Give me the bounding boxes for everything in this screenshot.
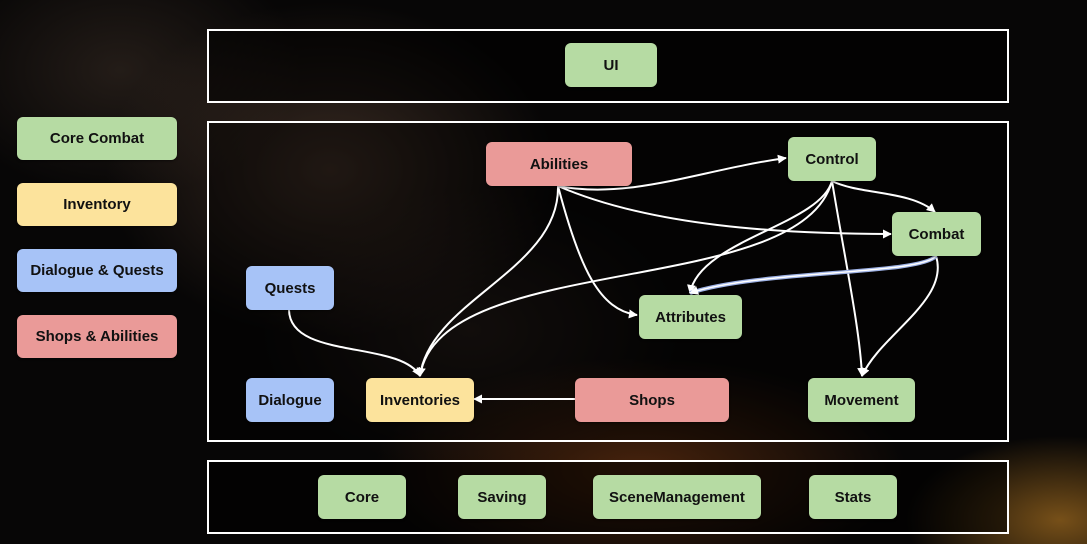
edge-control-attributes bbox=[687, 180, 833, 294]
edge-abilities-inventories bbox=[416, 185, 560, 377]
legend-shops-abilities: Shops & Abilities bbox=[17, 315, 177, 358]
node-inventories[interactable]: Inventories bbox=[366, 378, 474, 422]
node-stats[interactable]: Stats bbox=[809, 475, 897, 519]
node-shops[interactable]: Shops bbox=[575, 378, 729, 422]
edge-abilities-attributes bbox=[557, 185, 638, 319]
node-attributes[interactable]: Attributes bbox=[639, 295, 742, 339]
edge-abilities-combat bbox=[557, 185, 892, 239]
edge-control-movement bbox=[831, 180, 867, 377]
node-movement[interactable]: Movement bbox=[808, 378, 915, 422]
edge-control-inventories bbox=[416, 180, 833, 377]
node-core[interactable]: Core bbox=[318, 475, 406, 519]
node-ui[interactable]: UI bbox=[565, 43, 657, 87]
legend-dialogue-quests: Dialogue & Quests bbox=[17, 249, 177, 292]
edge-combat-movement bbox=[861, 255, 939, 377]
node-dialogue[interactable]: Dialogue bbox=[246, 378, 334, 422]
node-saving[interactable]: Saving bbox=[458, 475, 546, 519]
legend-core-combat: Core Combat bbox=[17, 117, 177, 160]
edge-abilities-control bbox=[557, 154, 787, 191]
node-abilities[interactable]: Abilities bbox=[486, 142, 632, 186]
node-combat[interactable]: Combat bbox=[892, 212, 981, 256]
edge-quests-inventories bbox=[288, 309, 421, 377]
node-control[interactable]: Control bbox=[788, 137, 876, 181]
legend-inventory: Inventory bbox=[17, 183, 177, 226]
node-quests[interactable]: Quests bbox=[246, 266, 334, 310]
node-scene-management[interactable]: SceneManagement bbox=[593, 475, 761, 519]
edge-control-combat bbox=[831, 180, 936, 213]
